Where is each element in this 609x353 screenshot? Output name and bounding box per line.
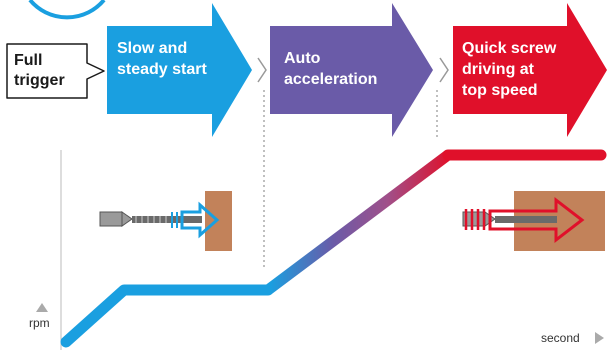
x-axis-label: second — [541, 331, 580, 345]
badge-circle-arc — [28, 0, 106, 20]
screw-icon — [99, 211, 202, 227]
speed-curve-accel — [264, 150, 452, 295]
stage-arrow-slow — [107, 3, 252, 137]
stage-label-slow: Slow and steady start — [117, 40, 207, 78]
y-axis-arrow-icon — [36, 303, 48, 312]
motion-arrow-slow — [171, 201, 220, 239]
trigger-callout-box — [6, 43, 105, 99]
chevron-icon — [257, 57, 267, 83]
speed-curve-slow — [60, 284, 274, 348]
trigger-callout: Full trigger — [6, 44, 88, 98]
stage-label-accel: Auto acceleration — [284, 50, 378, 88]
stage-arrow-accel — [270, 3, 433, 137]
x-axis-arrow-icon — [595, 332, 604, 344]
chevron-icon — [439, 57, 449, 83]
trigger-label: Full trigger — [14, 52, 65, 89]
y-axis-label: rpm — [29, 316, 50, 330]
motion-arrow-fast — [464, 196, 585, 244]
stage-label-fast: Quick screw driving at top speed — [462, 40, 557, 99]
wood-block — [205, 191, 232, 251]
stage-arrow-fast — [453, 3, 607, 137]
